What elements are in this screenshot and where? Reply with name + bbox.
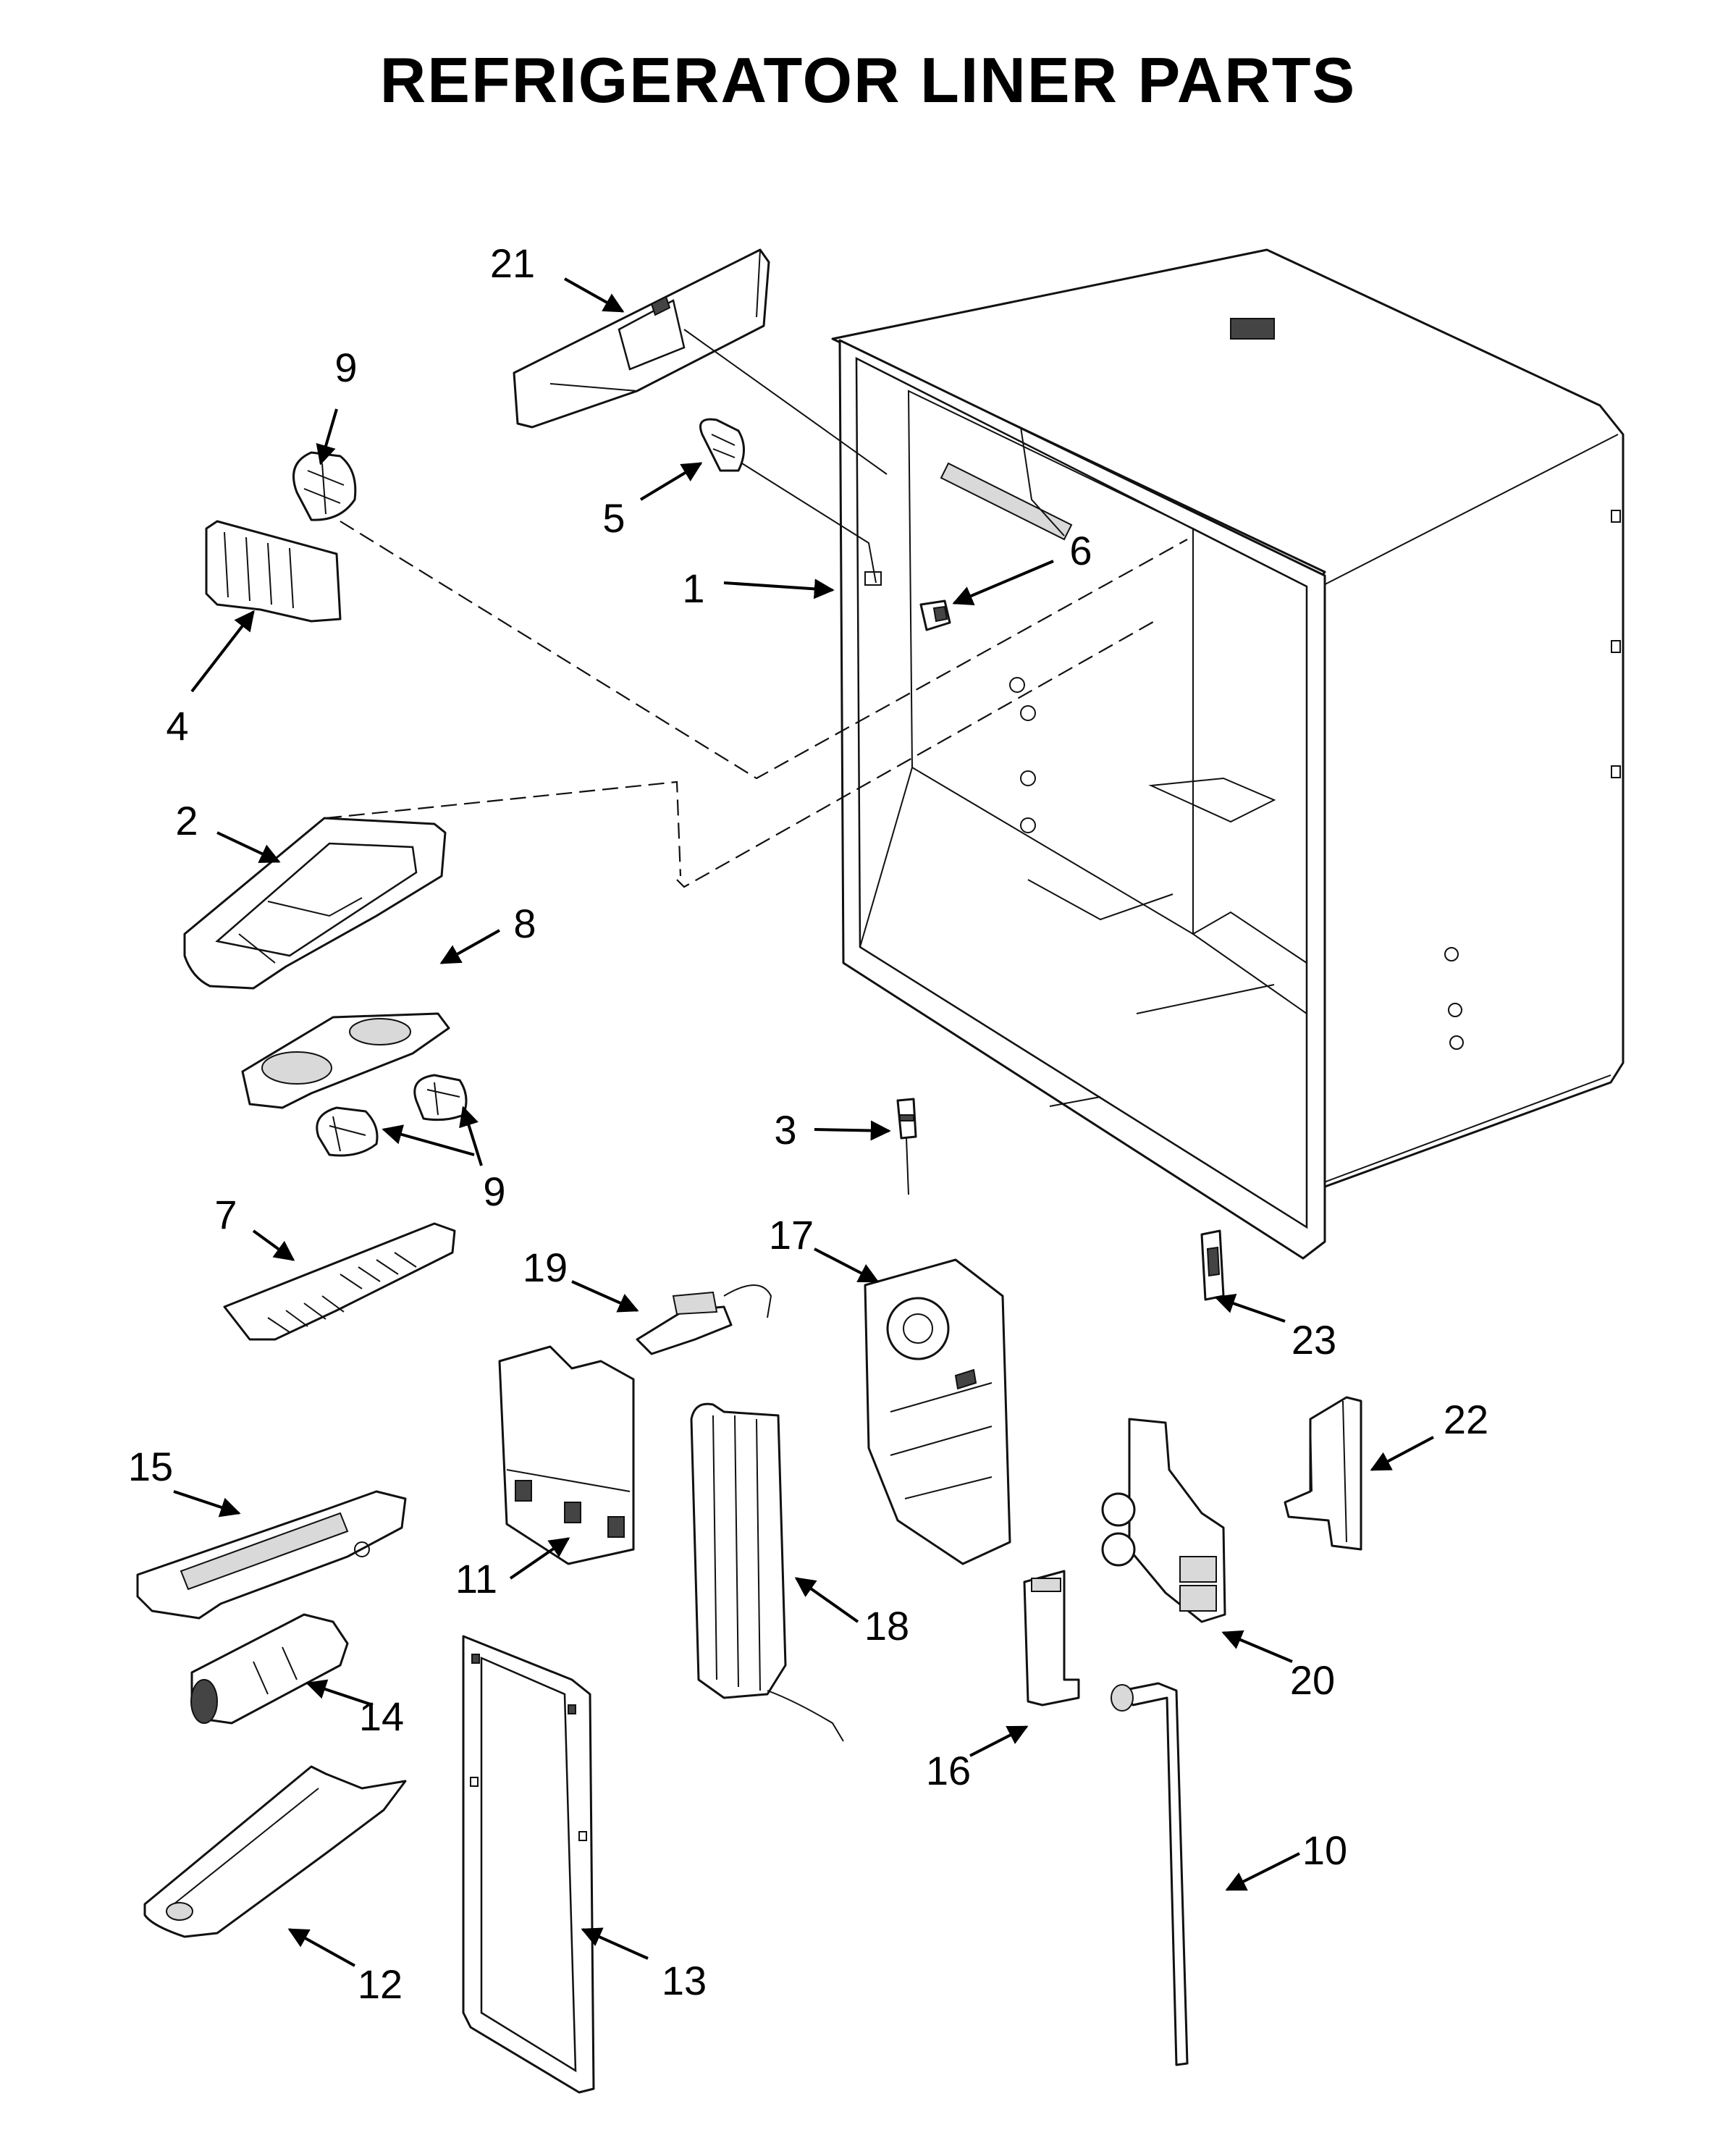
callout-9-top: 9 xyxy=(334,345,357,390)
part-8-auger-housing xyxy=(241,1012,450,1109)
callout-20: 20 xyxy=(1290,1657,1335,1703)
callout-22: 22 xyxy=(1444,1397,1488,1442)
callout-19: 19 xyxy=(523,1245,568,1290)
callout-2: 2 xyxy=(175,798,198,843)
assembly-lines xyxy=(325,329,1188,888)
part-11-reservoir xyxy=(498,1345,635,1565)
part-22-bracket xyxy=(1284,1396,1362,1551)
callout-16: 16 xyxy=(926,1748,971,1793)
callout-12: 12 xyxy=(358,1961,403,2007)
part-20-valve xyxy=(1101,1418,1226,1623)
callout-1: 1 xyxy=(682,565,704,611)
callout-10: 10 xyxy=(1302,1827,1347,1873)
part-23-clip xyxy=(1200,1229,1225,1301)
callout-23: 23 xyxy=(1292,1317,1336,1363)
callout-3: 3 xyxy=(774,1107,796,1153)
part-1-liner xyxy=(831,248,1625,1260)
callout-11: 11 xyxy=(455,1556,497,1602)
part-9-middle-caps xyxy=(316,1074,468,1157)
callout-9-middle: 9 xyxy=(483,1169,505,1214)
diagram-title: REFRIGERATOR LINER PARTS xyxy=(379,44,1357,116)
part-15-filter-housing xyxy=(136,1490,407,1620)
part-2-housing xyxy=(183,817,447,990)
part-6-latch xyxy=(919,599,951,631)
callout-21: 21 xyxy=(490,240,535,286)
callout-8: 8 xyxy=(513,901,536,946)
leader-lines xyxy=(173,277,1434,1967)
part-19-motor xyxy=(636,1284,772,1355)
part-18-tube xyxy=(690,1402,844,1742)
part-21-bracket xyxy=(513,248,770,429)
part-17-mount xyxy=(864,1258,1011,1565)
part-3-probe xyxy=(896,1098,917,1195)
callout-15: 15 xyxy=(128,1444,173,1489)
callout-13: 13 xyxy=(662,1958,707,2003)
part-14-cartridge xyxy=(190,1613,349,1725)
part-5-clip xyxy=(699,418,745,472)
callout-6: 6 xyxy=(1069,528,1092,573)
part-12-tray xyxy=(143,1765,407,1938)
callout-18: 18 xyxy=(864,1603,909,1649)
callout-4: 4 xyxy=(166,703,188,749)
part-10-water-tube xyxy=(1111,1682,1189,2066)
part-4-vent-cover xyxy=(205,520,342,623)
callout-17: 17 xyxy=(769,1212,814,1258)
callout-14: 14 xyxy=(359,1693,404,1739)
part-16-duct-bracket xyxy=(1023,1570,1080,1706)
callout-5: 5 xyxy=(602,495,625,541)
callout-7: 7 xyxy=(214,1192,237,1237)
callout-numbers: 21 9 5 6 1 4 2 8 9 3 7 19 17 23 22 15 11… xyxy=(128,240,1488,2007)
part-7-shroud xyxy=(223,1222,456,1341)
part-13-panel xyxy=(462,1635,595,2094)
part-9-top-cap xyxy=(292,451,357,521)
